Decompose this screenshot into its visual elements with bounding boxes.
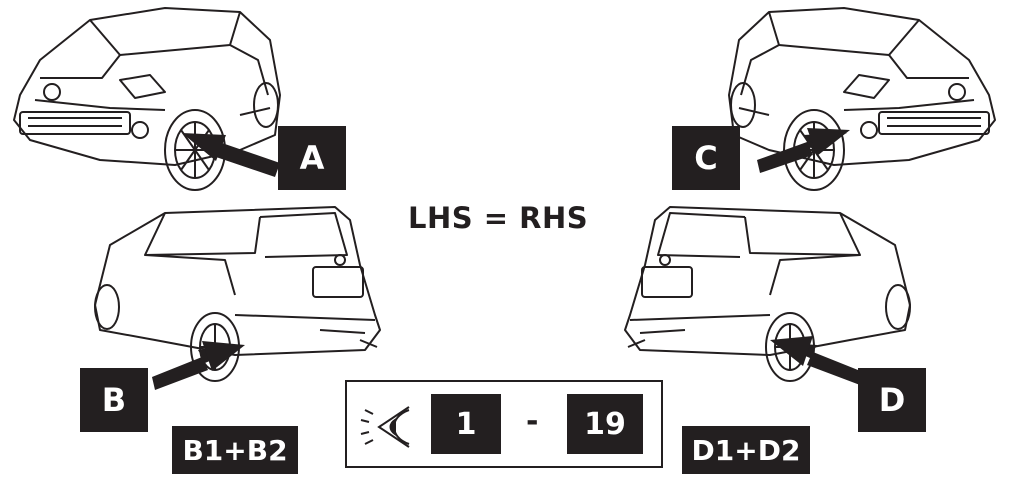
arrow-icon xyxy=(755,118,850,178)
range-separator: - xyxy=(526,404,538,439)
label-c-text: C xyxy=(694,139,717,177)
range-end-badge: 19 xyxy=(567,394,643,454)
label-b-text: B xyxy=(102,381,126,419)
label-d-combo: D1+D2 xyxy=(682,426,810,474)
range-start-text: 1 xyxy=(456,407,477,442)
arrow-icon xyxy=(770,330,865,390)
car-front-right-illustration xyxy=(709,0,1009,200)
label-b-combo: B1+B2 xyxy=(172,426,298,474)
arrow-icon xyxy=(150,335,245,395)
label-d: D xyxy=(858,368,926,432)
label-a: A xyxy=(278,126,346,190)
arrow-icon xyxy=(180,115,280,185)
step-range-box: 1 - 19 xyxy=(345,380,663,468)
symmetry-caption: LHS = RHS xyxy=(408,201,588,235)
range-start-badge: 1 xyxy=(431,394,501,454)
label-c: C xyxy=(672,126,740,190)
car-rear-right-illustration xyxy=(615,205,920,390)
label-b-combo-text: B1+B2 xyxy=(182,434,287,467)
range-end-text: 19 xyxy=(584,407,626,442)
eye-icon xyxy=(359,402,419,452)
label-a-text: A xyxy=(300,139,325,177)
label-d-text: D xyxy=(879,381,906,419)
label-d-combo-text: D1+D2 xyxy=(692,434,801,467)
label-b: B xyxy=(80,368,148,432)
